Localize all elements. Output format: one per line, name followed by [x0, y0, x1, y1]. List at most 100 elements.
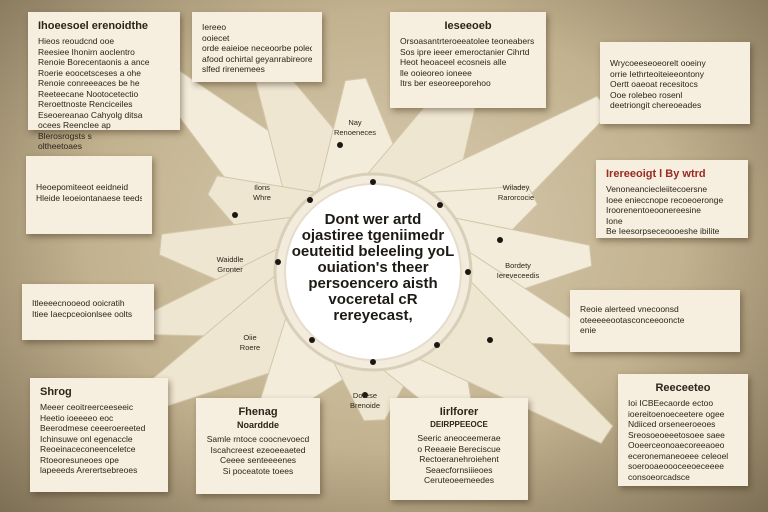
spoke-label: Ilons [254, 183, 270, 192]
card-text-line: Orsoasantrteroeeatolee teoneabers [400, 36, 535, 46]
card-bottom-center: Iirlforer DEIRPPEEOCE Seeric aneoceemera… [390, 398, 528, 500]
card-text-line: Reoie alerteed vnecoonsd [580, 304, 679, 314]
pin-dot [362, 392, 368, 398]
card-text-line: afood ochirtal geyanrabireore [202, 53, 312, 64]
card-bottom-right-title: Reeceeteo [655, 382, 711, 394]
card-text-line: deetriongit chereoeades [610, 100, 702, 110]
spoke-label: Whre [253, 193, 271, 202]
spoke-labels: NayRenoenecesIlonsWhreWiladeyRarorcocieW… [217, 118, 540, 424]
card-text-line: Sreosoeoeeetosoee saee [628, 429, 725, 440]
card-text-line: Reroettnoste Renciceiles [38, 99, 133, 109]
center-statement-line: ouiation's theer [317, 259, 429, 276]
spoke-label: Bordety [505, 261, 531, 270]
pin-dot [337, 142, 343, 148]
spoke-label: Oiie [243, 333, 256, 342]
card-text-line: Reeteecane Nootocetectio [38, 88, 139, 99]
card-bottom-second-subtitle: Noarddde [236, 420, 279, 430]
card-text-line: lle ooieoreo ioneee [400, 67, 472, 78]
card-text-line: Renoie conreeeaces be he [38, 78, 140, 88]
spoke-label: Gronter [217, 265, 243, 274]
center-statement-line: oeuteitid beleeling yoL [291, 243, 455, 260]
card-text-line: Meeer ceoitreerceeseeic [40, 402, 134, 412]
pin-dot [370, 179, 376, 185]
card-bottom-center-title: Iirlforer [439, 406, 479, 418]
card-bottom-left-title: Shrog [40, 386, 72, 398]
card-text-line: Si poceatote toees [222, 465, 294, 476]
center-statement-line: rereyecast, [333, 307, 413, 324]
card-text-line: consoeorcadsce [628, 471, 690, 482]
card-text-line: Hieos reoudcnd ooe [38, 36, 115, 46]
pin-dot [434, 342, 440, 348]
card-text-line: Renoie Borecentaonis a ance [38, 57, 150, 67]
card-text-line: enie [580, 325, 597, 335]
pins [232, 142, 503, 398]
card-top-center: Ieseeoeb Orsoasantrteroeeatolee teoneabe… [390, 12, 546, 108]
card-text-line: orrie Iethrteoiteieeontony [610, 68, 705, 79]
card-text-line: Wrycoeeseoeorelt ooeiny [610, 58, 706, 68]
card-text-line: oltheetoaes [38, 141, 82, 151]
card-text-line: Itrs ber eseoreeporehoo [400, 78, 491, 88]
card-right-upper: Irereeoigt l By wtrd Venoneanciecleiitec… [596, 160, 748, 238]
center-statement-line: voceretal cR [328, 291, 418, 308]
card-text-line: Venoneanciecleiitecoersne [606, 184, 708, 194]
pin-dot [487, 337, 493, 343]
card-text-line: slfed rirenemees [202, 64, 265, 74]
spoke-label: Wiladey [503, 183, 530, 192]
card-text-line: Eseoereanao Cahyolg ditsa [38, 109, 143, 120]
card-text-line: Itiee Iaecpceoionlsee oolts [32, 308, 133, 319]
pin-dot [232, 212, 238, 218]
card-text-line: ioereitoenoeceetere ogee [628, 408, 725, 419]
card-text-line: Seeric aneoceemerae [417, 433, 501, 443]
card-text-line: Samle rntoce coocnevoecd [206, 434, 310, 444]
card-text-line: Reesiee Ihonirn aoclentro [38, 46, 135, 57]
card-text-line: Ndiiced orseneeroeoes [628, 419, 716, 429]
pin-dot [309, 337, 315, 343]
card-top-left-title: Ihoeesoel erenoidthe [38, 20, 149, 32]
pin-dot [465, 269, 471, 275]
card-text-line: Reoeinaceconeenceletce [40, 444, 136, 454]
card-text-line: Seaecfornsiiieoes [425, 464, 493, 475]
card-text-line: Ceeee senteeeenes [219, 455, 297, 465]
card-right-upper-title: Irereeoigt l By wtrd [606, 168, 706, 180]
card-text-line: Heoepomiteeot eeidneid [36, 182, 129, 192]
card-text-line: Rtoeoresuneoes ope [40, 454, 119, 465]
card-text-line: Iroorenentoeoonereesine [606, 205, 701, 215]
spoke-label: Rarorcocie [498, 193, 534, 202]
spoke-label: Dorese [353, 391, 377, 400]
spoke-label: Waiddle [217, 255, 244, 264]
center-statement-line: Dont wer artd [324, 211, 422, 228]
card-text-line: oteeeeeootasconceeooncte [580, 314, 685, 325]
card-text-line: lapeeeds Arerertsebreoes [40, 465, 138, 475]
spoke-label: Iereveceedis [497, 271, 540, 280]
card-text-line: Ooe rolebeo rosenl [610, 89, 683, 100]
pin-dot [307, 197, 313, 203]
center-statement-line: persoencero aisth [308, 275, 438, 292]
pin-dot [497, 237, 503, 243]
card-text-line: Blerosrogsts s [38, 130, 92, 141]
pin-dot [275, 259, 281, 265]
card-text-line: Be Ieesorpseceoooeshe ibilite [606, 226, 720, 236]
card-text-line: o Reeaeie Bereciscue [417, 443, 501, 454]
card-text-line: Rectoeranehroiehent [419, 454, 499, 464]
card-text-line: ooiecet [202, 32, 230, 43]
center-statement-line: ojastiree tgeniimedr [301, 227, 445, 244]
spoke-label: Roere [240, 343, 260, 352]
card-text-line: Ooeerceonoaecoreeaoeo [628, 440, 725, 450]
card-text-line: Beerodmese ceeeroereeted [40, 423, 146, 433]
